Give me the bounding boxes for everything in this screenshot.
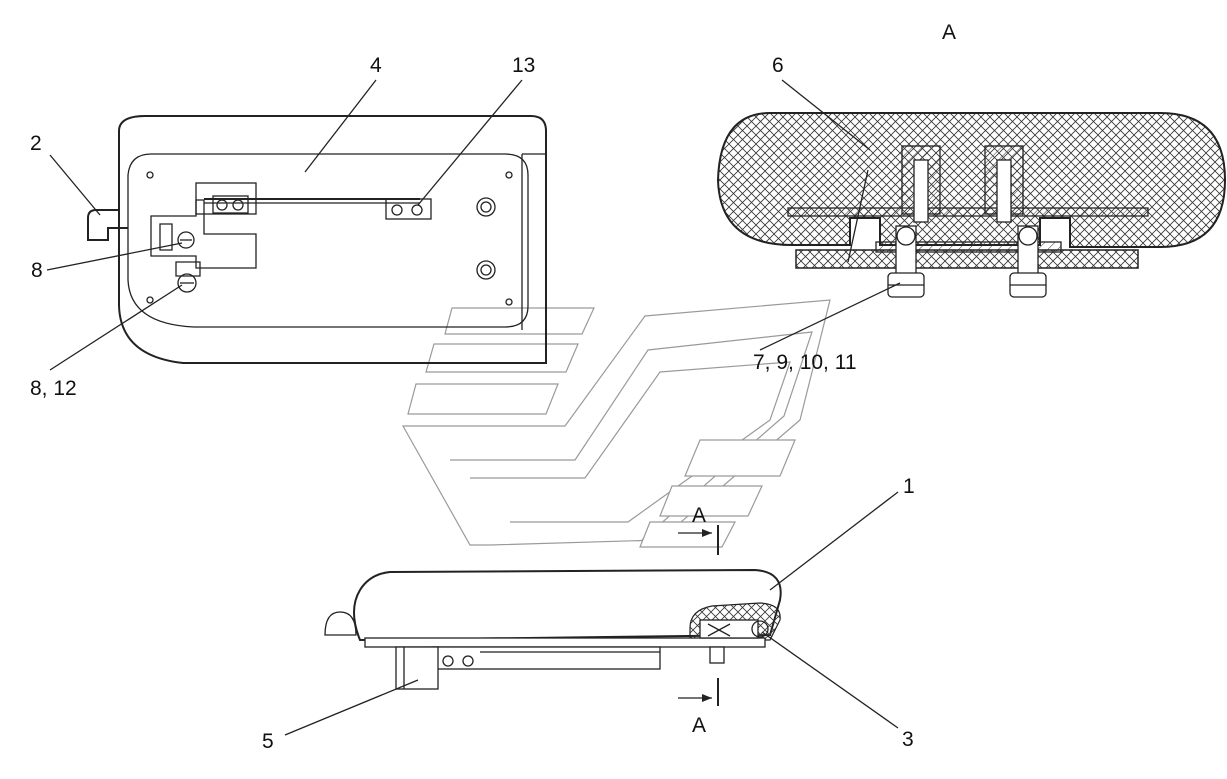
- top-plan-view: [87, 115, 547, 364]
- side-view: [324, 568, 782, 690]
- section-mark-bottom-label: A: [692, 714, 706, 737]
- callout-labels: 1 2 3 4 5 6 7, 9, 10, 11 8 8, 12 13 A A …: [30, 21, 956, 753]
- callout-3: 3: [902, 728, 914, 751]
- section-a-a-view: [716, 112, 1227, 298]
- callout-4: 4: [370, 54, 382, 77]
- section-marks: [678, 525, 719, 706]
- callout-8-12: 8, 12: [30, 377, 77, 400]
- callout-1: 1: [903, 475, 915, 498]
- callout-2: 2: [30, 132, 42, 155]
- callout-7-9-10-11: 7, 9, 10, 11: [753, 351, 857, 374]
- section-view-title: A: [942, 21, 956, 44]
- background-graphic: [401, 299, 831, 548]
- callout-5: 5: [262, 730, 274, 753]
- callout-6: 6: [772, 54, 784, 77]
- leader-lines: [46, 79, 901, 736]
- callout-13: 13: [512, 54, 535, 77]
- callout-8: 8: [31, 259, 43, 282]
- section-mark-top-label: A: [692, 504, 706, 527]
